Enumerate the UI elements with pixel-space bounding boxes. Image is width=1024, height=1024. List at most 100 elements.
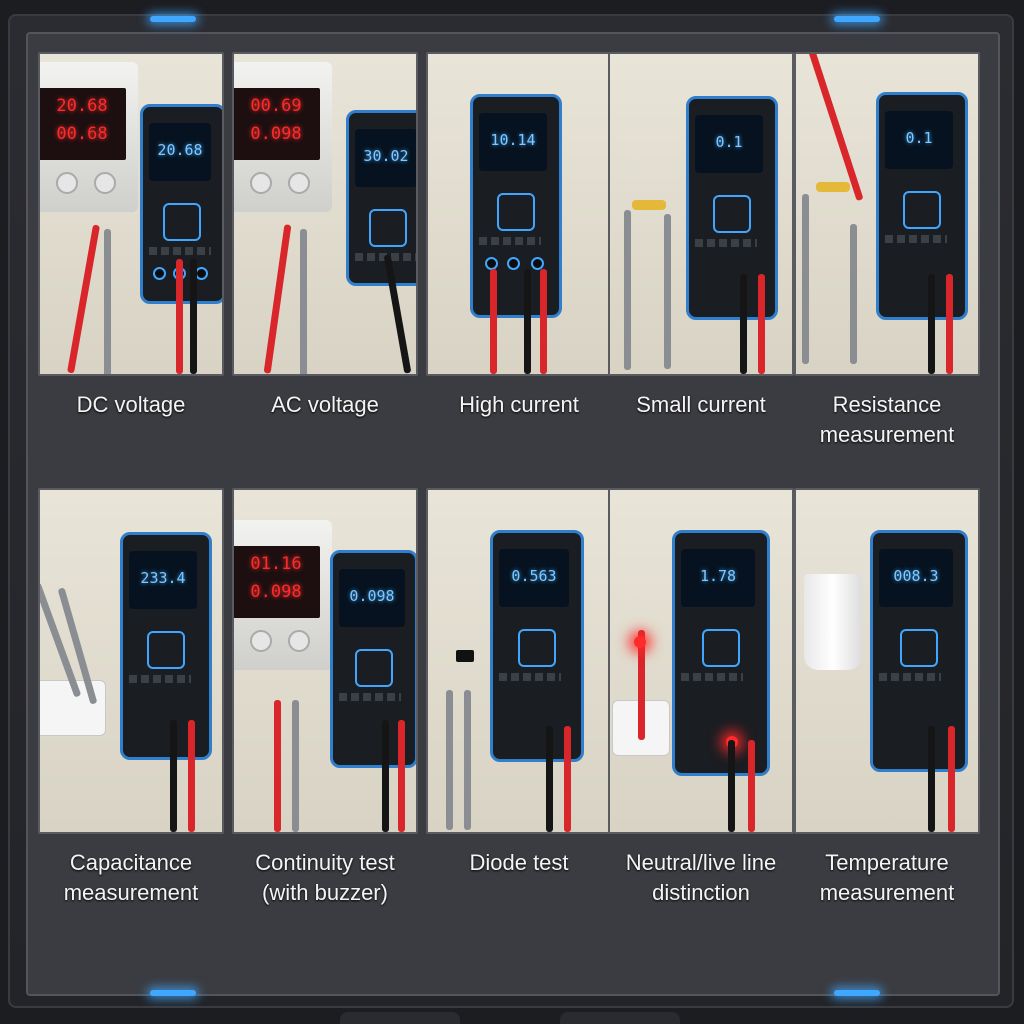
meter-display: 0.563 [499, 549, 569, 607]
multimeter: 10.14 [470, 94, 562, 318]
bottom-right-led [834, 990, 880, 996]
meter-display: 008.3 [879, 549, 953, 607]
probe-light [634, 636, 646, 648]
multimeter: 30.02 [346, 110, 416, 286]
caption: High current [459, 392, 579, 417]
photo-line-distinction: 1.78 [608, 488, 794, 834]
bottom-left-led [150, 990, 196, 996]
psu-display: 20.68 00.68 [40, 88, 126, 160]
gray-probe [292, 700, 299, 832]
tile-temperature: 008.3 Temperature measurement [794, 488, 980, 908]
gray-probe [802, 194, 809, 364]
meter-readout: 0.098 [349, 587, 395, 605]
dpad [903, 191, 941, 229]
multimeter: 0.1 [876, 92, 968, 320]
psu-knob [250, 630, 272, 652]
red-lead [490, 269, 497, 374]
meter-readout: 0.563 [511, 567, 557, 585]
meter-readout: 1.78 [699, 567, 737, 585]
caption: Diode test [469, 850, 569, 875]
red-lead [398, 720, 405, 832]
photo-dc-voltage: 20.68 00.68 20.68 [38, 52, 224, 376]
dpad [713, 195, 751, 233]
multimeter: 0.563 [490, 530, 584, 762]
meter-readout: 30.02 [363, 147, 409, 165]
black-lead [740, 274, 747, 374]
caption: Neutral/live line distinction [625, 850, 777, 905]
red-lead [540, 269, 547, 374]
red-probe [67, 224, 100, 374]
psu-current-readout: 0.098 [250, 124, 302, 144]
dpad [497, 193, 535, 231]
caption: Continuity test (with buzzer) [255, 850, 395, 905]
photo-temperature: 008.3 [794, 488, 980, 834]
black-lead [928, 274, 935, 374]
psu-knob [94, 172, 116, 194]
multimeter: 008.3 [870, 530, 968, 772]
photo-small-current: 0.1 [608, 52, 794, 376]
psu-display: 00.69 0.098 [234, 88, 320, 160]
black-lead [728, 740, 735, 832]
red-lead [946, 274, 953, 374]
top-left-led [150, 16, 196, 22]
component [816, 182, 850, 192]
photo-continuity: 01.16 0.098 0.098 [232, 488, 418, 834]
meter-display: 0.1 [885, 111, 953, 169]
button-row [499, 673, 561, 681]
black-lead [382, 720, 389, 832]
photo-diode: 0.563 [426, 488, 612, 834]
caption: Resistance measurement [819, 392, 955, 447]
button-row [479, 237, 541, 245]
bottom-tab [560, 1012, 680, 1024]
red-lead [758, 274, 765, 374]
tile-diode: 0.563 Diode test [426, 488, 612, 878]
caption: Small current [636, 392, 766, 417]
button-row [885, 235, 947, 243]
psu-current-readout: 00.68 [56, 124, 108, 144]
button-row [339, 693, 401, 701]
tile-continuity: 01.16 0.098 0.098 Continuity test (with … [232, 488, 418, 908]
tile-small-current: 0.1 Small current [608, 52, 794, 420]
tile-capacitance: 233.4 Capacitance measurement [38, 488, 224, 908]
photo-capacitance: 233.4 [38, 488, 224, 834]
power-supply: 20.68 00.68 [40, 62, 138, 212]
jack [531, 257, 544, 270]
top-right-led [834, 16, 880, 22]
gray-probe [104, 229, 111, 374]
red-probe [263, 224, 292, 374]
psu-voltage-readout: 00.69 [250, 96, 302, 116]
gray-probe [300, 229, 307, 374]
red-lead [564, 726, 571, 832]
photo-ac-voltage: 00.69 0.098 30.02 [232, 52, 418, 376]
dpad [147, 631, 185, 669]
bottom-tab [340, 1012, 460, 1024]
caption: Temperature measurement [819, 850, 955, 905]
gray-probe [624, 210, 631, 370]
dpad [518, 629, 556, 667]
dpad [702, 629, 740, 667]
tile-resistance: 0.1 Resistance measurement [794, 52, 980, 450]
button-row [879, 673, 941, 681]
red-probe [807, 54, 864, 202]
tile-high-current: 10.14 High current [426, 52, 612, 420]
black-lead [546, 726, 553, 832]
gray-probe [446, 690, 453, 830]
multimeter: 1.78 [672, 530, 770, 776]
red-probe [274, 700, 281, 832]
button-row [149, 247, 211, 255]
psu-voltage-readout: 20.68 [56, 96, 108, 116]
dpad [900, 629, 938, 667]
meter-readout: 0.1 [905, 129, 933, 147]
power-supply: 01.16 0.098 [234, 520, 332, 670]
meter-readout: 20.68 [157, 141, 203, 159]
caption: Capacitance measurement [63, 850, 199, 905]
psu-knob [288, 172, 310, 194]
button-row [681, 673, 743, 681]
black-lead [928, 726, 935, 832]
jack [507, 257, 520, 270]
tile-dc-voltage: 20.68 00.68 20.68 DC voltage [38, 52, 224, 420]
psu-display: 01.16 0.098 [234, 546, 320, 618]
red-lead [748, 740, 755, 832]
psu-knob [288, 630, 310, 652]
meter-display: 0.1 [695, 115, 763, 173]
